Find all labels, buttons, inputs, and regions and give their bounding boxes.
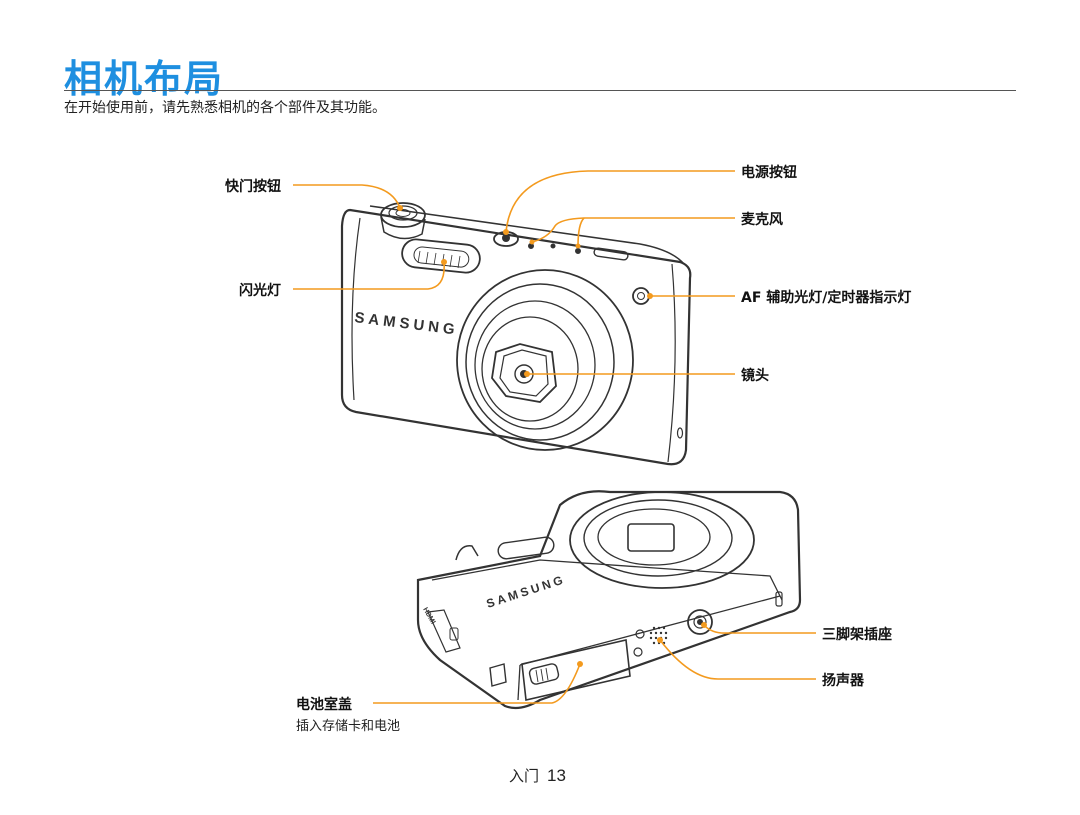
label-af-lamp: AF 辅助光灯/定时器指示灯 [741,290,912,306]
camera-bottom-view [416,490,802,710]
title-divider [64,90,1016,91]
flash-window [401,238,481,274]
camera-bottom-body [416,490,802,710]
shutter-button-shape [380,202,426,228]
lens-outer-ring [456,269,634,451]
lens-barrel-top [569,491,755,589]
leader-speaker [659,639,816,680]
camera-front-view [340,202,692,466]
leader-battery-cover [373,663,581,704]
camera-front-brand: SAMSUNG [354,309,460,339]
camera-bottom-brand: SAMSUNG [485,572,568,611]
camera-front-body [340,208,692,466]
label-power-button: 电源按钮 [741,165,797,181]
label-microphone: 麦克风 [741,212,783,228]
camera-front-top-edge [369,205,685,265]
tripod-mount-shape [687,609,713,635]
label-speaker: 扬声器 [822,673,864,689]
page-title: 相机布局 [64,57,225,101]
callout-dots [397,205,707,667]
label-battery-cover: 电池室盖 [296,697,352,713]
af-lamp-shape [632,287,650,305]
camera-hdmi-label: HDMI [421,607,436,626]
callout-lines [293,170,816,704]
leader-tripod-mount [703,624,816,634]
label-tripod-mount: 三脚架插座 [822,627,892,643]
leader-microphone [531,217,735,243]
leader-microphone-2 [577,217,585,247]
page-number: 13 [547,766,566,785]
label-battery-cover-note: 插入存储卡和电池 [296,719,401,734]
intro-text: 在开始使用前，请先熟悉相机的各个部件及其功能。 [64,100,386,116]
label-shutter-button: 快门按钮 [225,179,281,195]
lens-window [491,343,557,403]
speaker-grille [649,626,668,645]
leader-flash [293,261,445,290]
footer-section: 入门 [509,767,540,785]
battery-cover-shape [521,639,631,701]
leader-shutter-button [293,184,401,209]
label-lens: 镜头 [741,368,769,384]
label-flash: 闪光灯 [239,283,281,299]
page-footer: 入门 13 [509,765,566,786]
leader-power-button [505,170,735,233]
